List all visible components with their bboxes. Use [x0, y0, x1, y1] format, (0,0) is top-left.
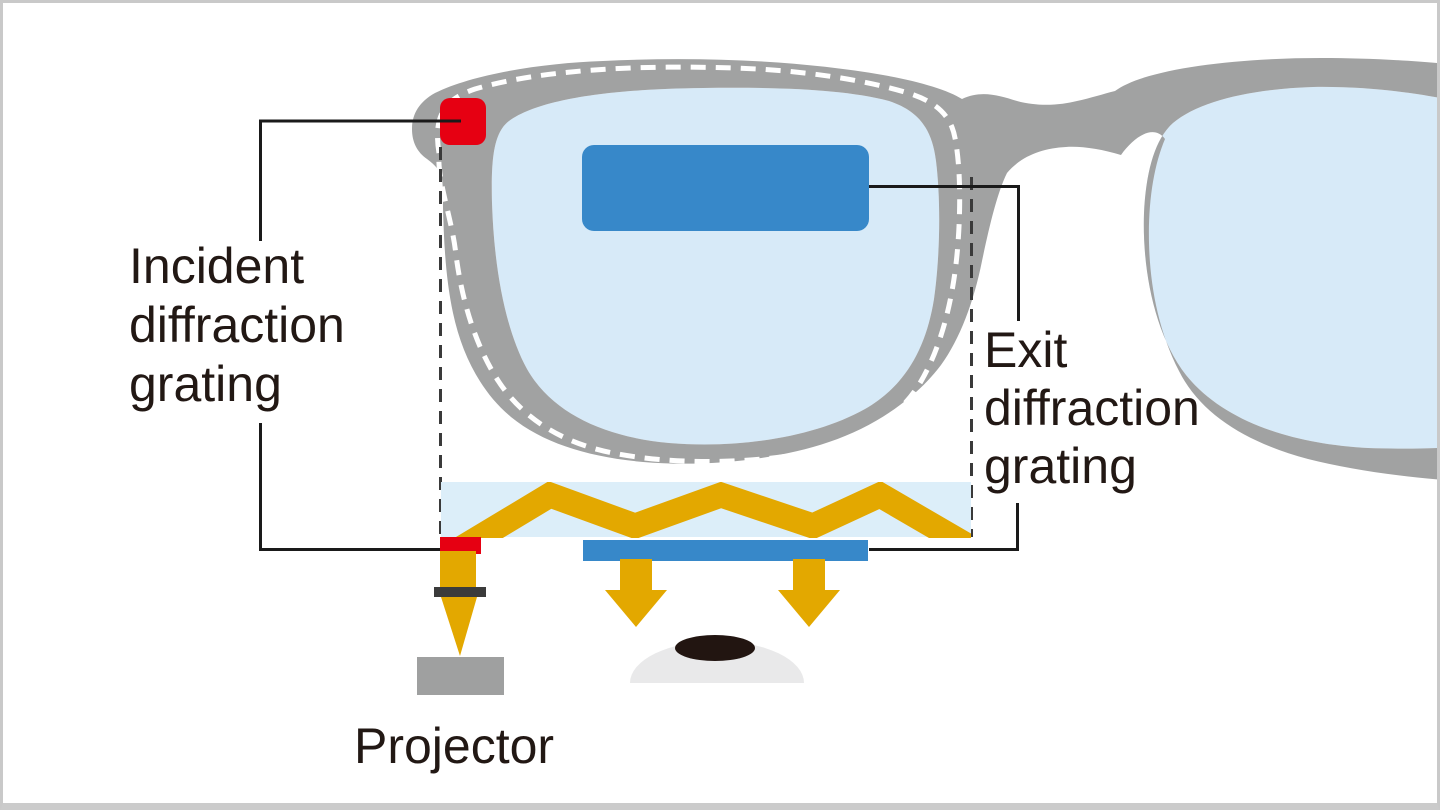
exit-label-line-3: grating	[984, 438, 1137, 494]
light-path-zigzag	[455, 482, 971, 538]
exit-grating-area	[582, 145, 869, 231]
exit-grating-cross-section	[583, 540, 868, 561]
diagram-canvas	[259, 58, 1437, 695]
eye-arrow-right	[778, 559, 840, 627]
exit-label-line-1: Exit	[984, 322, 1068, 378]
exit-label-connector-bottom	[869, 503, 1019, 551]
incident-label-line-1: Incident	[129, 238, 305, 294]
left-lens	[491, 87, 940, 445]
projector-beam-cone	[441, 597, 477, 656]
exit-label-connector-top	[869, 185, 1020, 321]
incident-label-connector-bottom	[259, 423, 440, 551]
eye	[630, 641, 804, 683]
incident-label-connector-top	[259, 119, 461, 241]
incident-grating-marker	[440, 98, 486, 145]
projector-box	[417, 657, 504, 695]
exit-diffraction-grating-label: Exit diffraction grating	[984, 321, 1200, 495]
incident-label-line-3: grating	[129, 356, 282, 412]
exit-label-line-2: diffraction	[984, 380, 1200, 436]
incident-label-line-2: diffraction	[129, 297, 345, 353]
waveguide-outline-dashed	[435, 64, 963, 464]
projector-label: Projector	[354, 718, 555, 774]
projector-beam-shaft	[440, 551, 476, 589]
glasses-frame	[412, 58, 1437, 480]
incident-diffraction-grating-label: Incident diffraction grating	[129, 237, 345, 414]
pupil	[675, 635, 755, 661]
right-lens	[1143, 86, 1437, 449]
incident-grating-cross-section	[440, 537, 481, 554]
collimator-lens-bar	[434, 587, 486, 597]
eye-arrow-left	[605, 559, 667, 627]
